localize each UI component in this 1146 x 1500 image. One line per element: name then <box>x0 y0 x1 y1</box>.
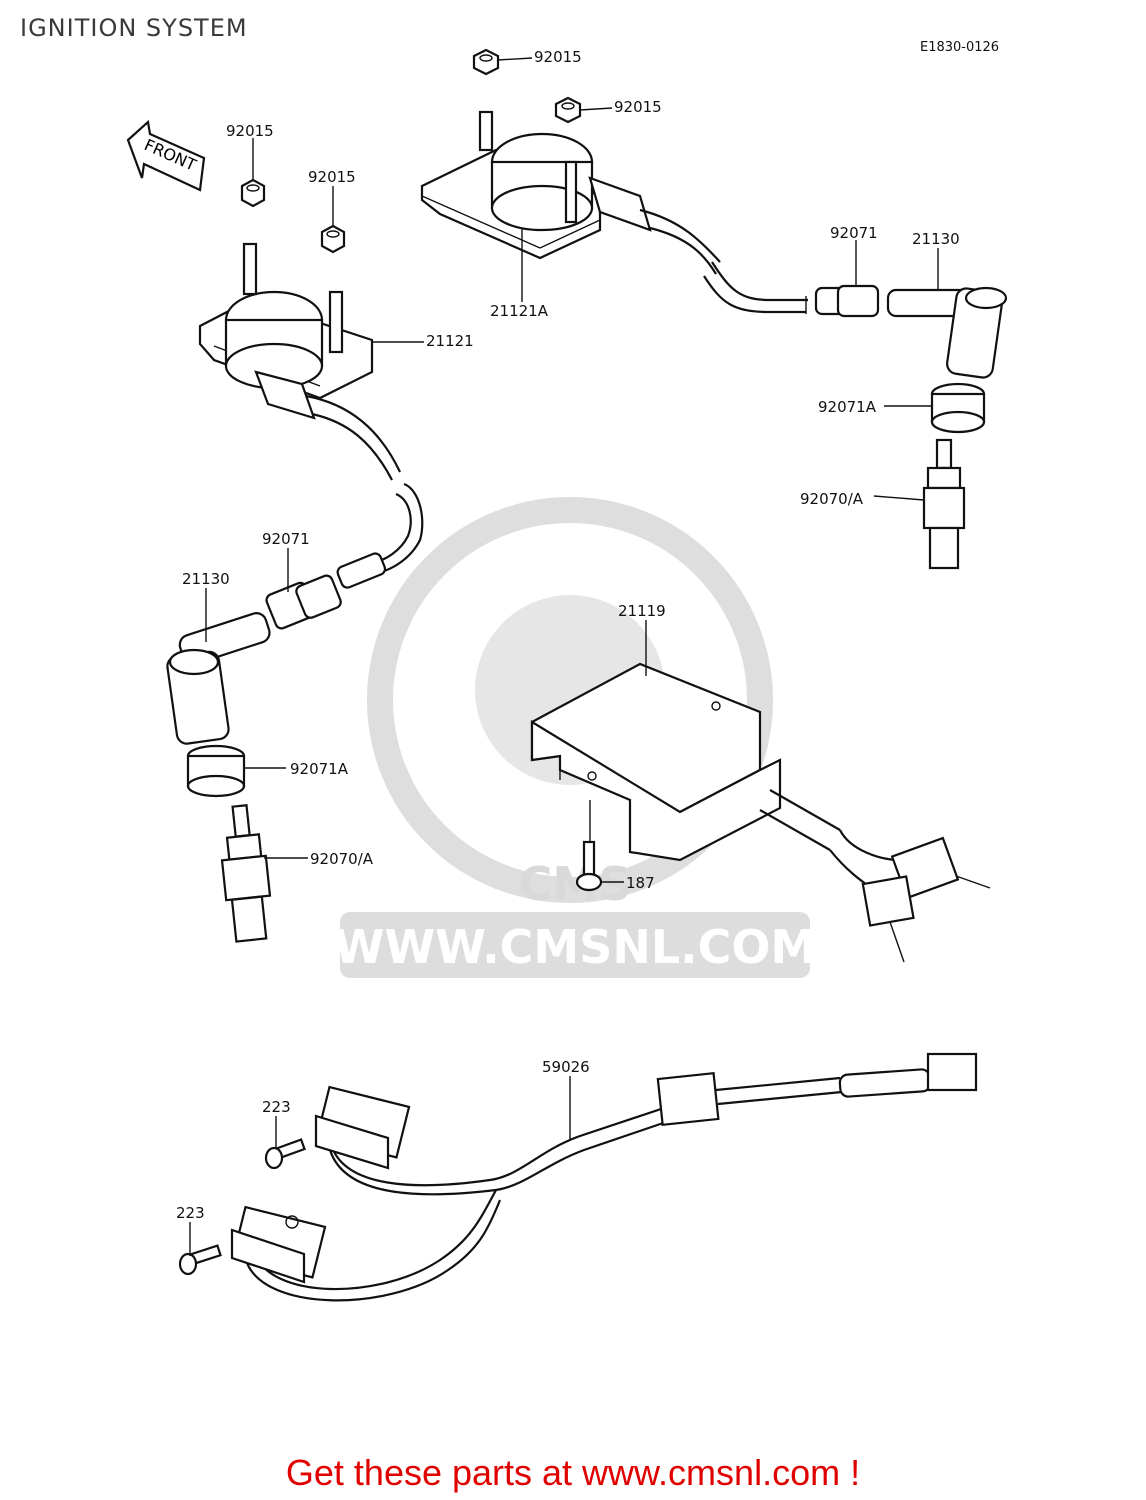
callout-cap-left-ring: 92071A <box>290 760 349 778</box>
watermark-url: WWW.CMSNL.COM <box>334 920 817 974</box>
callout-cap-right: 21130 <box>912 230 960 248</box>
callout-nut-left-a: 92015 <box>226 122 274 140</box>
front-arrow-icon: FRONT <box>126 119 206 192</box>
callout-nut-top-b: 92015 <box>614 98 662 116</box>
callout-pickup-bolt-b: 223 <box>176 1204 205 1222</box>
plug-cap-ring-right <box>930 382 986 434</box>
callout-igniter-bolt: 187 <box>626 874 655 892</box>
callout-pickup-bolt-a: 223 <box>262 1098 291 1116</box>
nut-icon <box>320 224 346 254</box>
callout-plug-right: 92070/A <box>800 490 864 508</box>
callout-nut-top-a: 92015 <box>534 48 582 66</box>
bolt-icon <box>178 1244 222 1276</box>
ignition-coil-left <box>198 242 424 589</box>
callout-cap-left-seal: 92071 <box>262 530 310 548</box>
callout-cap-right-ring: 92071A <box>818 398 877 416</box>
igniter-unit <box>530 662 991 963</box>
spark-plug-right <box>922 438 966 570</box>
nut-icon <box>554 96 582 124</box>
callout-cap-left: 21130 <box>182 570 230 588</box>
callout-cap-right-seal: 92071 <box>830 224 878 242</box>
plug-cap-right <box>814 284 1008 379</box>
callout-harness: 59026 <box>542 1058 590 1076</box>
callout-plug-left: 92070/A <box>310 850 374 868</box>
nut-icon <box>240 178 266 208</box>
spark-plug-left <box>220 804 272 943</box>
callout-nut-left-b: 92015 <box>308 168 356 186</box>
footer-cta[interactable]: Get these parts at www.cmsnl.com ! <box>285 1452 861 1493</box>
callout-coil-left: 21121 <box>426 332 474 350</box>
callout-coil-right: 21121A <box>490 302 549 320</box>
ignition-coil-right <box>420 110 808 314</box>
cms-watermark: CMS WWW.CMSNL.COM <box>334 497 817 978</box>
watermark-logo: CMS <box>519 857 632 911</box>
page-title: IGNITION SYSTEM <box>20 14 248 42</box>
nut-icon <box>472 48 500 76</box>
plug-cap-left <box>166 574 342 745</box>
callout-igniter: 21119 <box>618 602 666 620</box>
plug-cap-ring-left <box>186 744 246 798</box>
diagram-code: E1830-0126 <box>920 40 1000 55</box>
leader-lines <box>189 57 939 1256</box>
pickup-harness <box>230 1052 978 1302</box>
bolt-icon <box>264 1138 306 1170</box>
